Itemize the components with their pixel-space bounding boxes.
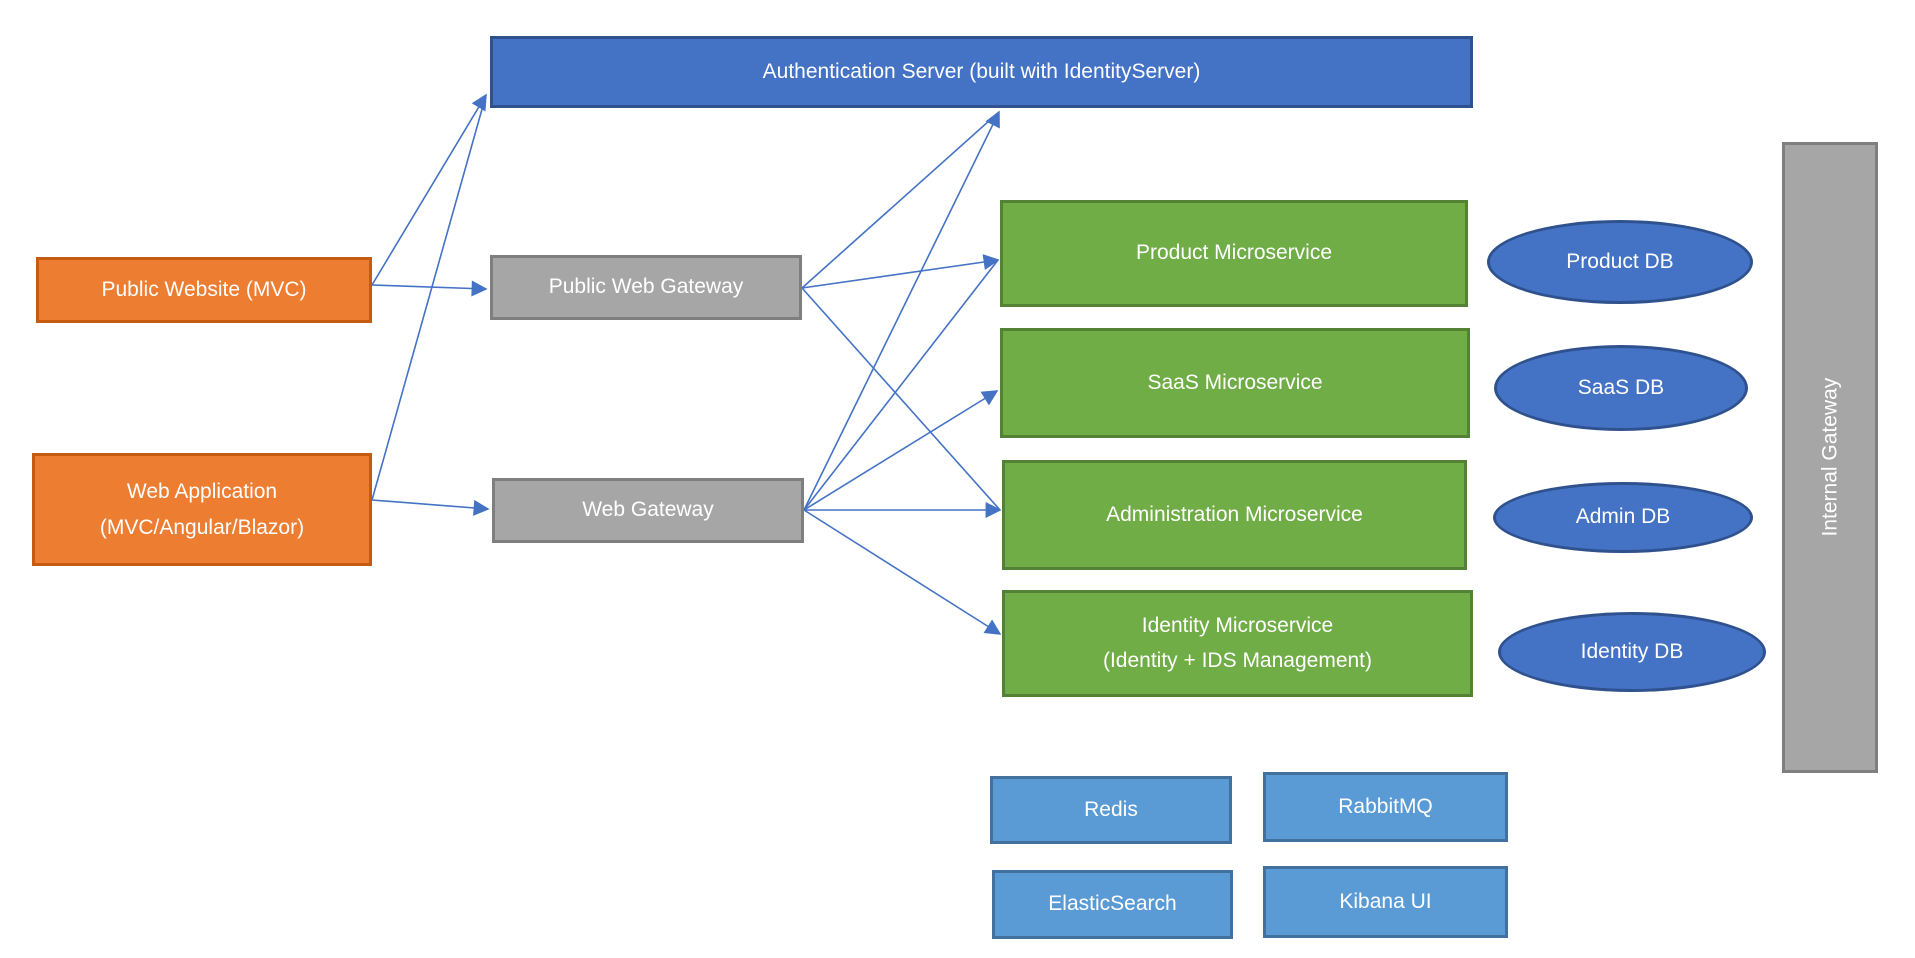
node-label: Internal Gateway: [1817, 378, 1841, 537]
connector-web_gateway-to-product_ms: [803, 259, 999, 511]
connector-web_gateway-to-auth_server: [803, 110, 1000, 511]
node-label: Web Application: [126, 479, 278, 503]
node-public-website: Public Website (MVC): [36, 257, 372, 323]
node-admin-db: Admin DB: [1493, 482, 1753, 553]
node-product-microservice: Product Microservice: [1000, 200, 1468, 307]
connector-public_website-to-auth_server: [371, 93, 487, 286]
connector-web_gateway-to-saas_ms: [803, 390, 999, 511]
node-identity-db: Identity DB: [1498, 612, 1766, 692]
node-sublabel: (MVC/Angular/Blazor): [99, 515, 305, 539]
node-label: Public Web Gateway: [548, 275, 744, 299]
node-label: Redis: [1084, 797, 1138, 821]
node-public-web-gateway: Public Web Gateway: [490, 255, 802, 320]
node-elasticsearch: ElasticSearch: [992, 870, 1233, 939]
node-saas-db: SaaS DB: [1494, 345, 1748, 431]
node-web-gateway: Web Gateway: [492, 478, 804, 543]
node-product-db: Product DB: [1487, 220, 1753, 304]
node-internal-gateway: Internal Gateway: [1782, 142, 1878, 773]
connector-web_gateway-to-identity_ms: [803, 509, 1002, 635]
connector-public_web_gateway-to-auth_server: [801, 111, 1000, 289]
node-saas-microservice: SaaS Microservice: [1000, 328, 1470, 438]
node-label: Product DB: [1566, 249, 1674, 273]
node-label: Public Website (MVC): [101, 277, 307, 301]
node-label: Product Microservice: [1135, 241, 1333, 265]
node-label: SaaS Microservice: [1147, 370, 1323, 394]
node-redis: Redis: [990, 776, 1232, 844]
connector-public_web_gateway-to-product_ms: [801, 254, 1000, 289]
node-administration-microservice: Administration Microservice: [1002, 460, 1467, 570]
node-label: Identity DB: [1580, 639, 1684, 663]
node-label: Administration Microservice: [1106, 502, 1363, 526]
node-web-application: Web Application (MVC/Angular/Blazor): [32, 453, 372, 566]
node-kibana-ui: Kibana UI: [1263, 866, 1508, 938]
node-label: Web Gateway: [582, 498, 714, 522]
node-label: ElasticSearch: [1048, 892, 1177, 916]
connector-public_website-to-public_web_gateway: [371, 280, 488, 297]
node-label: Kibana UI: [1339, 889, 1432, 913]
connector-web_application-to-web_gateway: [371, 499, 490, 516]
node-label: Identity Microservice: [1141, 613, 1334, 637]
node-authentication-server: Authentication Server (built with Identi…: [490, 36, 1473, 108]
node-label: Authentication Server (built with Identi…: [762, 59, 1201, 83]
node-label: Admin DB: [1575, 505, 1671, 529]
node-rabbitmq: RabbitMQ: [1263, 772, 1508, 842]
node-identity-microservice: Identity Microservice (Identity + IDS Ma…: [1002, 590, 1473, 697]
node-label: SaaS DB: [1577, 375, 1665, 399]
connector-public_web_gateway-to-admin_ms: [801, 287, 1001, 511]
node-label: RabbitMQ: [1338, 794, 1433, 818]
node-sublabel: (Identity + IDS Management): [1102, 648, 1373, 672]
connector-web_application-to-auth_server: [371, 94, 487, 501]
